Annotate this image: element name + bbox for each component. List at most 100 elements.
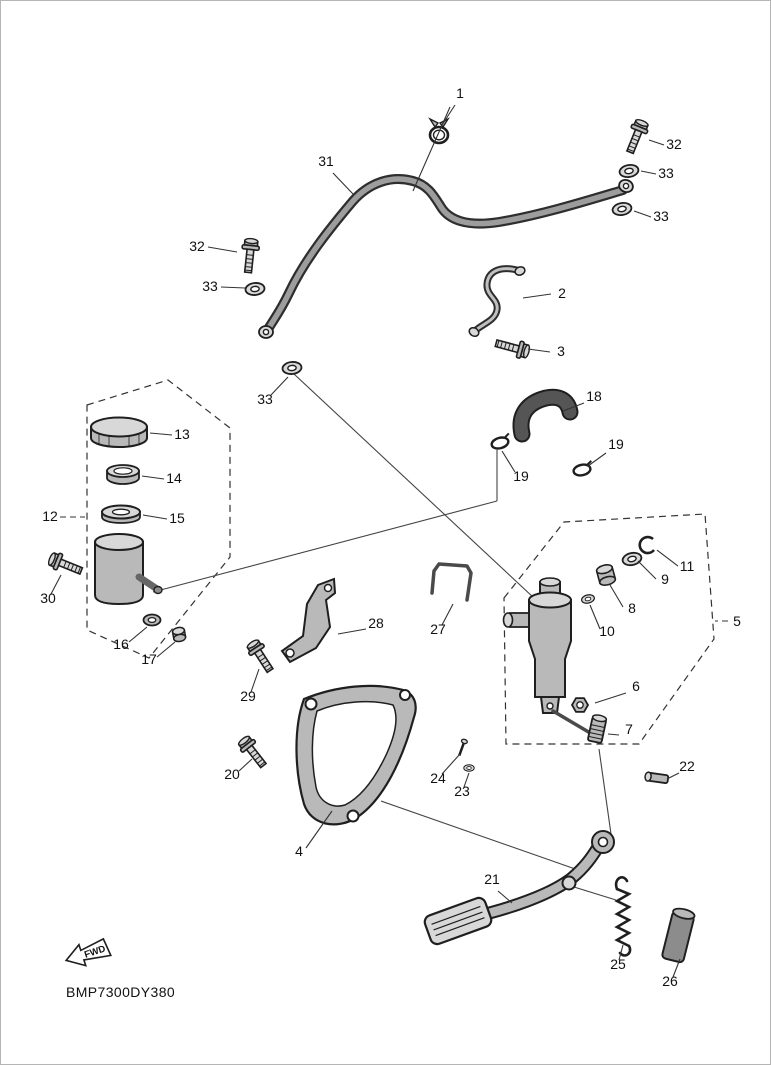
part-number-18: 18	[586, 388, 602, 404]
part-number-33b: 33	[653, 208, 669, 224]
heel-guard-bracket	[295, 684, 417, 826]
part-number-4: 4	[295, 843, 303, 859]
part-label-7: 7	[607, 721, 633, 737]
part-number-13: 13	[174, 426, 190, 442]
part-number-8: 8	[628, 600, 636, 616]
part-number-11: 11	[680, 558, 695, 574]
hose-clamp-right	[571, 459, 596, 479]
part-number-26: 26	[662, 973, 678, 989]
part-label-33c: 33	[202, 278, 246, 294]
part-label-22: 22	[666, 758, 695, 780]
bolt-joint	[493, 334, 532, 361]
stopper-bracket	[280, 577, 337, 664]
part-label-2: 2	[522, 285, 566, 301]
hose-clamp-left	[488, 432, 514, 452]
washer-pin	[463, 764, 475, 772]
snap-ring	[638, 535, 656, 555]
part-label-11: 11	[656, 549, 695, 574]
part-label-15: 15	[142, 510, 185, 526]
part-number-32b: 32	[189, 238, 205, 254]
part-number-21: 21	[484, 871, 500, 887]
banjo-fitting-upper	[618, 178, 634, 194]
return-spring	[614, 876, 632, 957]
part-label-30: 30	[40, 574, 62, 606]
reservoir-assembly-box	[86, 379, 231, 659]
rubber-sleeve	[661, 907, 696, 964]
union-bolt-lower	[238, 236, 261, 275]
part-label-31: 31	[318, 153, 354, 195]
banjo-fitting-lower	[258, 325, 274, 339]
part-label-17: 17	[141, 641, 176, 667]
part-label-9: 9	[637, 560, 669, 587]
part-label-12: 12	[42, 508, 85, 524]
part-label-21: 21	[484, 871, 513, 904]
part-number-14: 14	[166, 470, 182, 486]
part-number-27: 27	[430, 621, 446, 637]
reservoir-assembly	[90, 416, 187, 643]
clevis-pin	[644, 771, 670, 784]
part-label-19b: 19	[501, 450, 529, 484]
part-number-19a: 19	[608, 436, 624, 452]
part-number-16: 16	[113, 636, 129, 652]
adjuster	[587, 714, 608, 744]
bolt-reservoir	[45, 549, 86, 580]
washer-lower-2	[281, 360, 303, 376]
construction-lines	[152, 373, 617, 901]
part-label-14: 14	[141, 470, 182, 486]
part-label-33b: 33	[633, 208, 669, 224]
cotter-pin	[458, 738, 468, 756]
part-label-16: 16	[113, 626, 148, 652]
reservoir-cap	[90, 416, 148, 449]
part-label-10: 10	[589, 604, 615, 639]
part-label-23: 23	[454, 772, 470, 799]
part-number-33a: 33	[658, 165, 674, 181]
part-number-24: 24	[430, 770, 446, 786]
union-bolt-upper	[621, 116, 652, 157]
part-number-22: 22	[679, 758, 695, 774]
bolt-bracket-lower	[235, 732, 271, 772]
part-number-31: 31	[318, 153, 334, 169]
rubber-boot	[512, 388, 579, 443]
diagram-code: BMP7300DY380	[66, 984, 175, 1000]
part-number-5: 5	[733, 613, 741, 629]
fwd-arrow: FWD	[64, 937, 112, 967]
part-label-25: 25	[610, 944, 626, 972]
part-number-17: 17	[141, 651, 157, 667]
joint-pipe	[468, 265, 526, 338]
part-label-32a: 32	[648, 136, 682, 152]
part-number-33c: 33	[202, 278, 218, 294]
part-number-2: 2	[558, 285, 566, 301]
part-label-33a: 33	[640, 165, 674, 181]
part-label-6: 6	[594, 678, 640, 704]
washer-lower-1	[244, 281, 266, 297]
part-number-33d: 33	[257, 391, 273, 407]
part-number-12: 12	[42, 508, 58, 524]
part-number-6: 6	[632, 678, 640, 694]
part-number-19b: 19	[513, 468, 529, 484]
reservoir-plate	[101, 504, 141, 524]
reservoir-grommet	[142, 613, 162, 627]
part-label-13: 13	[149, 426, 190, 442]
part-label-1: 1	[412, 85, 464, 192]
part-number-25: 25	[610, 956, 626, 972]
part-number-32a: 32	[666, 136, 682, 152]
washer-fitting	[620, 550, 644, 568]
pipe-fitting	[595, 564, 617, 586]
part-number-7: 7	[625, 721, 633, 737]
brake-pedal	[423, 830, 615, 946]
part-number-29: 29	[240, 688, 256, 704]
part-label-4: 4	[295, 810, 333, 859]
part-number-3: 3	[557, 343, 565, 359]
part-label-26: 26	[662, 958, 681, 989]
part-number-30: 30	[40, 590, 56, 606]
hook-rod	[430, 562, 473, 602]
part-number-1: 1	[456, 85, 464, 101]
washer-upper-2	[610, 200, 634, 218]
part-label-24: 24	[430, 753, 461, 786]
part-label-5: 5	[715, 613, 741, 629]
part-number-15: 15	[169, 510, 185, 526]
reservoir-collar	[171, 626, 187, 643]
part-number-10: 10	[599, 623, 615, 639]
